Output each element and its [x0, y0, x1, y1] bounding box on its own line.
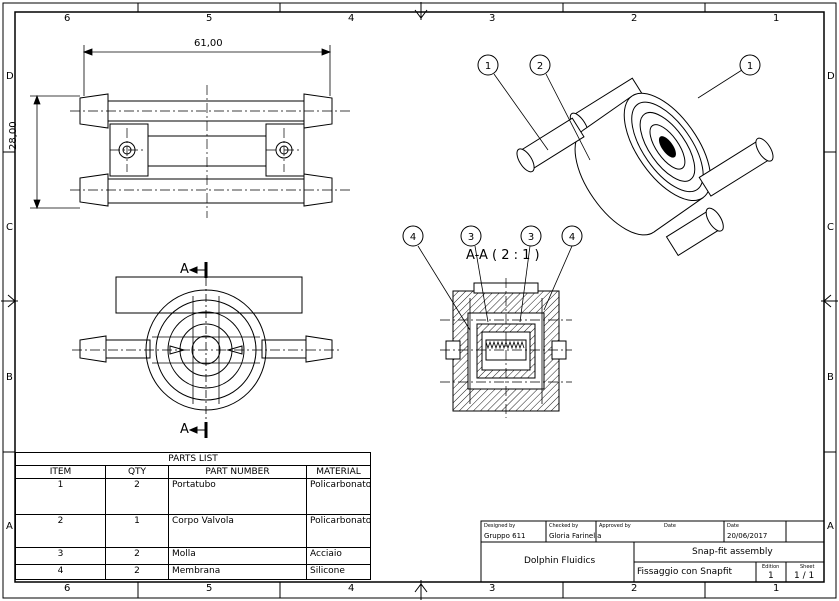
zone-row-d-left: D — [6, 71, 14, 82]
table-row: 3 2 Molla Acciaio — [15, 547, 371, 565]
svg-text:4: 4 — [410, 232, 416, 243]
section-balloon-4-left: 4 — [402, 225, 424, 247]
zone-col-4-bottom: 4 — [348, 583, 355, 594]
zone-row-b-right: B — [827, 372, 834, 383]
zone-col-6-bottom: 6 — [64, 583, 71, 594]
row-item: 1 — [15, 478, 106, 515]
row-qty: 2 — [105, 564, 169, 580]
zone-col-4-top: 4 — [348, 13, 355, 24]
front-view — [72, 262, 340, 438]
zone-row-a-left: A — [6, 521, 13, 532]
row-qty: 1 — [105, 514, 169, 548]
section-cut-label-bottom: A — [180, 422, 189, 437]
zone-row-a-right: A — [827, 521, 834, 532]
zone-col-5-bottom: 5 — [206, 583, 213, 594]
sheet-value: 1 / 1 — [794, 571, 815, 581]
zone-row-d-right: D — [827, 71, 835, 82]
parts-list-title: PARTS LIST — [15, 452, 371, 466]
row-material: Acciaio — [306, 547, 371, 565]
dimension-width — [82, 45, 332, 96]
iso-leaders — [493, 69, 743, 161]
row-part-number: Molla — [168, 547, 307, 565]
zone-col-6-top: 6 — [64, 13, 71, 24]
dimension-height — [30, 94, 80, 210]
parts-list-table: PARTS LIST ITEM QTY PART NUMBER MATERIAL… — [15, 452, 371, 580]
isometric-view — [516, 77, 774, 257]
zone-col-5-top: 5 — [206, 13, 213, 24]
section-leaders — [417, 245, 573, 331]
top-view — [30, 45, 350, 218]
row-part-number: Membrana — [168, 564, 307, 580]
drawing-title: Snap-fit assembly — [692, 547, 773, 557]
parts-list-header-material: MATERIAL — [306, 465, 371, 479]
svg-text:1: 1 — [747, 61, 753, 72]
svg-text:1: 1 — [485, 61, 491, 72]
designed-by-label: Designed by — [484, 523, 516, 529]
date-label: Date — [727, 523, 739, 529]
section-balloon-3-right: 3 — [520, 225, 542, 247]
date-value: 20/06/2017 — [727, 532, 768, 540]
designed-by-value: Gruppo 611 — [484, 532, 526, 540]
row-part-number: Portatubo — [168, 478, 307, 515]
drawing-subtitle: Fissaggio con Snapfit — [637, 567, 733, 577]
svg-text:3: 3 — [528, 232, 534, 243]
row-material: Silicone — [306, 564, 371, 580]
zone-col-3-top: 3 — [489, 13, 496, 24]
dimension-height-text: 28,00 — [8, 121, 19, 150]
checked-by-label: Checked by — [549, 523, 579, 529]
row-qty: 2 — [105, 478, 169, 515]
svg-text:2: 2 — [537, 61, 543, 72]
zone-row-b-left: B — [6, 372, 13, 383]
row-part-number: Corpo Valvola — [168, 514, 307, 548]
sheet-label: Sheet — [800, 564, 815, 570]
dimension-width-text: 61,00 — [194, 38, 223, 49]
parts-list-header-item: ITEM — [15, 465, 106, 479]
zone-col-1-bottom: 1 — [773, 583, 780, 594]
section-view-title: A-A ( 2 : 1 ) — [466, 248, 540, 263]
company-name: Dolphin Fluidics — [524, 556, 596, 566]
checked-by-value: Gloria Farinella — [549, 532, 602, 540]
edition-label: Edition — [762, 564, 780, 570]
parts-list-header-part-number: PART NUMBER — [168, 465, 307, 479]
row-item: 3 — [15, 547, 106, 565]
svg-text:4: 4 — [569, 232, 575, 243]
section-balloon-4-right: 4 — [561, 225, 583, 247]
edition-value: 1 — [768, 571, 774, 581]
zone-col-2-top: 2 — [631, 13, 638, 24]
table-row: 2 1 Corpo Valvola Policarbonato — [15, 514, 371, 548]
row-item: 2 — [15, 514, 106, 548]
parts-list-header-qty: QTY — [105, 465, 169, 479]
row-material: Policarbonato — [306, 514, 371, 548]
section-balloon-3-left: 3 — [460, 225, 482, 247]
iso-balloon-1-left: 1 — [477, 54, 499, 76]
iso-balloon-1-right: 1 — [739, 54, 761, 76]
table-row: 1 2 Portatubo Policarbonato — [15, 478, 371, 515]
approved-by-label: Approved by — [599, 523, 631, 529]
zone-row-c-left: C — [6, 222, 13, 233]
svg-text:3: 3 — [468, 232, 474, 243]
row-material: Policarbonato — [306, 478, 371, 515]
zone-col-1-top: 1 — [773, 13, 780, 24]
zone-row-c-right: C — [827, 222, 834, 233]
iso-balloon-2: 2 — [529, 54, 551, 76]
section-cut-label-top: A — [180, 262, 189, 277]
title-block-frame — [480, 520, 825, 583]
zone-col-3-bottom: 3 — [489, 583, 496, 594]
zone-col-2-bottom: 2 — [631, 583, 638, 594]
row-qty: 2 — [105, 547, 169, 565]
table-row: 4 2 Membrana Silicone — [15, 564, 371, 580]
approved-date-label: Date — [664, 523, 676, 529]
row-item: 4 — [15, 564, 106, 580]
section-view — [440, 278, 572, 418]
section-line — [188, 262, 208, 438]
